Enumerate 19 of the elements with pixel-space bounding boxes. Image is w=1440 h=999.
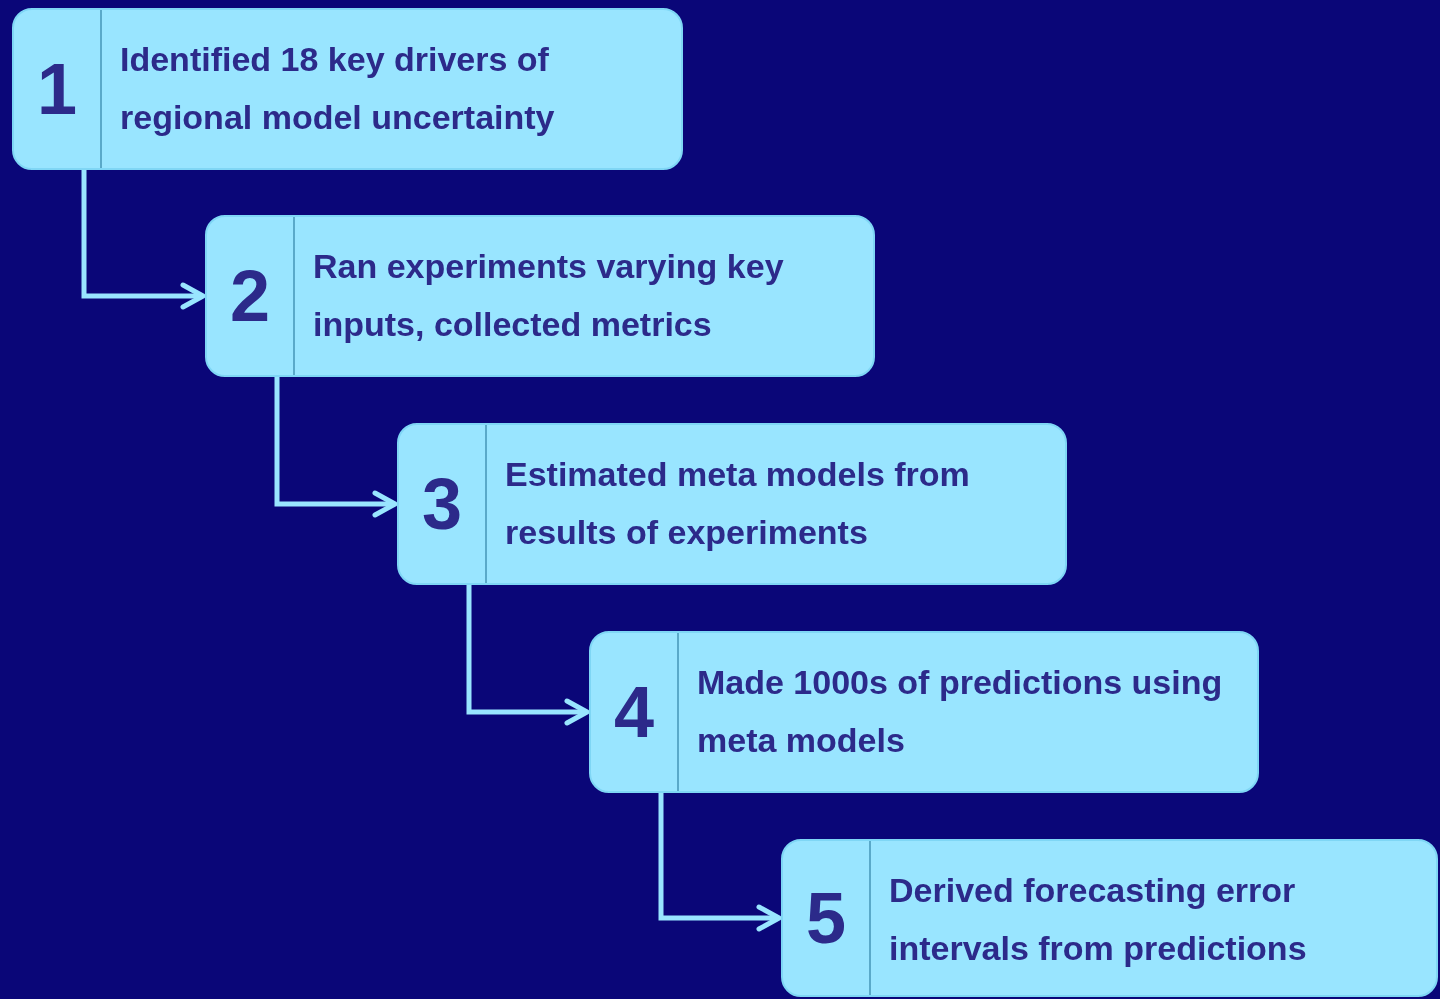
process-box — [589, 631, 1259, 793]
arrow — [658, 793, 782, 932]
step-number: 1 — [14, 10, 102, 168]
process-box — [205, 215, 875, 377]
step-text: Estimated meta models from results of experiments — [504, 454, 971, 553]
process-box — [12, 8, 683, 170]
step-number: 3 — [399, 425, 487, 583]
arrow — [274, 377, 398, 518]
step-number: 4 — [591, 633, 679, 791]
arrow — [466, 585, 590, 726]
step-text: Derived forecasting error intervals from predictions — [888, 870, 1308, 969]
step-text: Ran experiments varying key inputs, collected metrics — [312, 246, 785, 345]
step-number: 5 — [783, 841, 871, 995]
arrow — [81, 170, 206, 310]
step-number: 2 — [207, 217, 295, 375]
process-box — [781, 839, 1438, 997]
step-text: Identified 18 key drivers of regional model uncertainty — [119, 39, 556, 138]
process-box — [397, 423, 1067, 585]
step-text: Made 1000s of predictions using meta models — [696, 662, 1224, 761]
